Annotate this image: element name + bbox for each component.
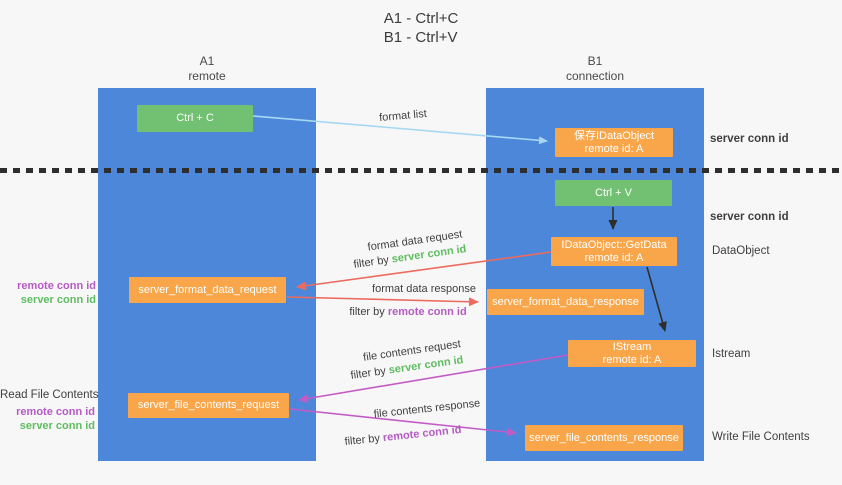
column-b1-name: B1 — [587, 54, 603, 68]
filter-by-text: filter by — [344, 432, 381, 449]
column-a1-name: A1 — [199, 54, 215, 68]
label-read-file-contents: Read File Contents — [0, 389, 99, 401]
label-filter-by-remote-conn-id-1: filter by remote conn id — [338, 306, 478, 318]
node-idataobject-getdata-line1: IDataObject::GetData — [561, 238, 667, 251]
column-a1-role: remote — [188, 69, 226, 83]
server-conn-id-text: server conn id — [19, 420, 95, 432]
column-header-b1: B1 connection — [486, 54, 704, 84]
column-b1-role: connection — [565, 69, 625, 83]
label-write-file-contents: Write File Contents — [712, 431, 810, 443]
title-line-2: B1 - Ctrl+V — [383, 29, 458, 46]
title-line-1: A1 - Ctrl+C — [383, 10, 459, 27]
node-server-format-data-request-label: server_format_data_request — [138, 283, 277, 296]
node-ctrl-v-label: Ctrl + V — [595, 186, 632, 199]
column-header-a1: A1 remote — [98, 54, 316, 84]
remote-conn-id-text: remote conn id — [16, 406, 95, 418]
remote-conn-id-text: remote conn id — [387, 306, 467, 318]
node-server-file-contents-response-label: server_file_contents_response — [529, 431, 679, 444]
node-idataobject-getdata: IDataObject::GetData remote id: A — [551, 237, 677, 266]
node-idataobject-getdata-line2: remote id: A — [584, 251, 644, 264]
node-save-idataobject-line1: 保存IDataObject — [573, 129, 655, 142]
remote-conn-id-text: remote conn id — [382, 423, 462, 445]
filter-by-text: filter by — [352, 254, 390, 271]
node-save-idataobject-line2: remote id: A — [584, 142, 644, 155]
node-server-format-data-request: server_format_data_request — [129, 277, 286, 303]
label-format-data-response: format data response — [372, 283, 476, 295]
filter-by-text: filter by — [349, 306, 385, 318]
label-format-list: format list — [378, 107, 428, 125]
server-conn-id-text: server conn id — [20, 294, 96, 306]
dotted-divider-line — [0, 168, 842, 173]
node-istream-line2: remote id: A — [602, 353, 662, 366]
node-istream: IStream remote id: A — [568, 340, 696, 367]
node-server-file-contents-response: server_file_contents_response — [525, 425, 683, 451]
node-server-file-contents-request: server_file_contents_request — [128, 393, 289, 418]
filter-by-text: filter by — [349, 365, 387, 382]
page-title: A1 - Ctrl+C B1 - Ctrl+V — [0, 9, 842, 47]
label-server-conn-id-mid-right: server conn id — [710, 211, 789, 223]
remote-conn-id-text: remote conn id — [17, 280, 96, 292]
node-ctrl-v: Ctrl + V — [555, 180, 672, 206]
node-istream-line1: IStream — [612, 340, 652, 353]
label-dataobject: DataObject — [712, 245, 770, 257]
label-conn-ids-upper-left: remote conn id server conn id — [0, 279, 96, 307]
node-server-format-data-response: server_format_data_response — [487, 289, 644, 315]
node-save-idataobject: 保存IDataObject remote id: A — [555, 128, 673, 157]
label-server-conn-id-top-right: server conn id — [710, 133, 789, 145]
node-server-format-data-response-label: server_format_data_response — [492, 295, 639, 308]
node-ctrl-c-label: Ctrl + C — [176, 112, 214, 124]
node-ctrl-c: Ctrl + C — [137, 105, 253, 132]
label-conn-ids-lower-left: remote conn id server conn id — [0, 405, 95, 433]
label-istream: Istream — [712, 348, 751, 360]
label-file-contents-response: file contents response — [373, 397, 481, 421]
label-filter-by-remote-conn-id-2: filter by remote conn id — [333, 423, 473, 450]
node-server-file-contents-request-label: server_file_contents_request — [137, 399, 280, 411]
